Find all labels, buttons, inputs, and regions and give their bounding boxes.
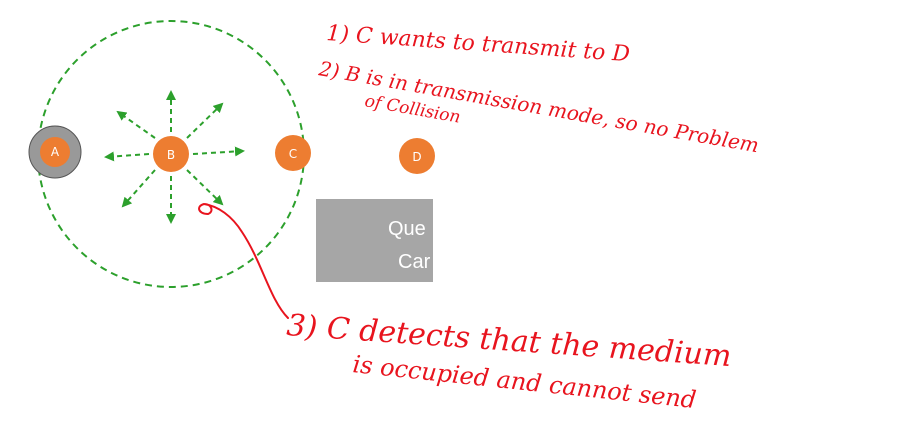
overlay-box-line2: Car xyxy=(398,251,431,273)
node-c-label: C xyxy=(289,147,297,161)
node-d-label: D xyxy=(412,150,421,164)
handdrawn-pointer xyxy=(198,202,289,319)
node-b-label: B xyxy=(167,148,175,162)
node-d: D xyxy=(399,138,435,174)
node-a-label: A xyxy=(51,145,60,159)
broadcast-arrows-icon xyxy=(104,90,245,224)
annotation-1: 1) C wants to transmit to D xyxy=(326,21,631,67)
node-a: A xyxy=(28,125,82,179)
node-c: C xyxy=(275,135,311,171)
node-b: B xyxy=(153,136,189,172)
overlay-box-line1: Que xyxy=(388,218,426,240)
overlay-box: Que Car xyxy=(316,199,433,282)
